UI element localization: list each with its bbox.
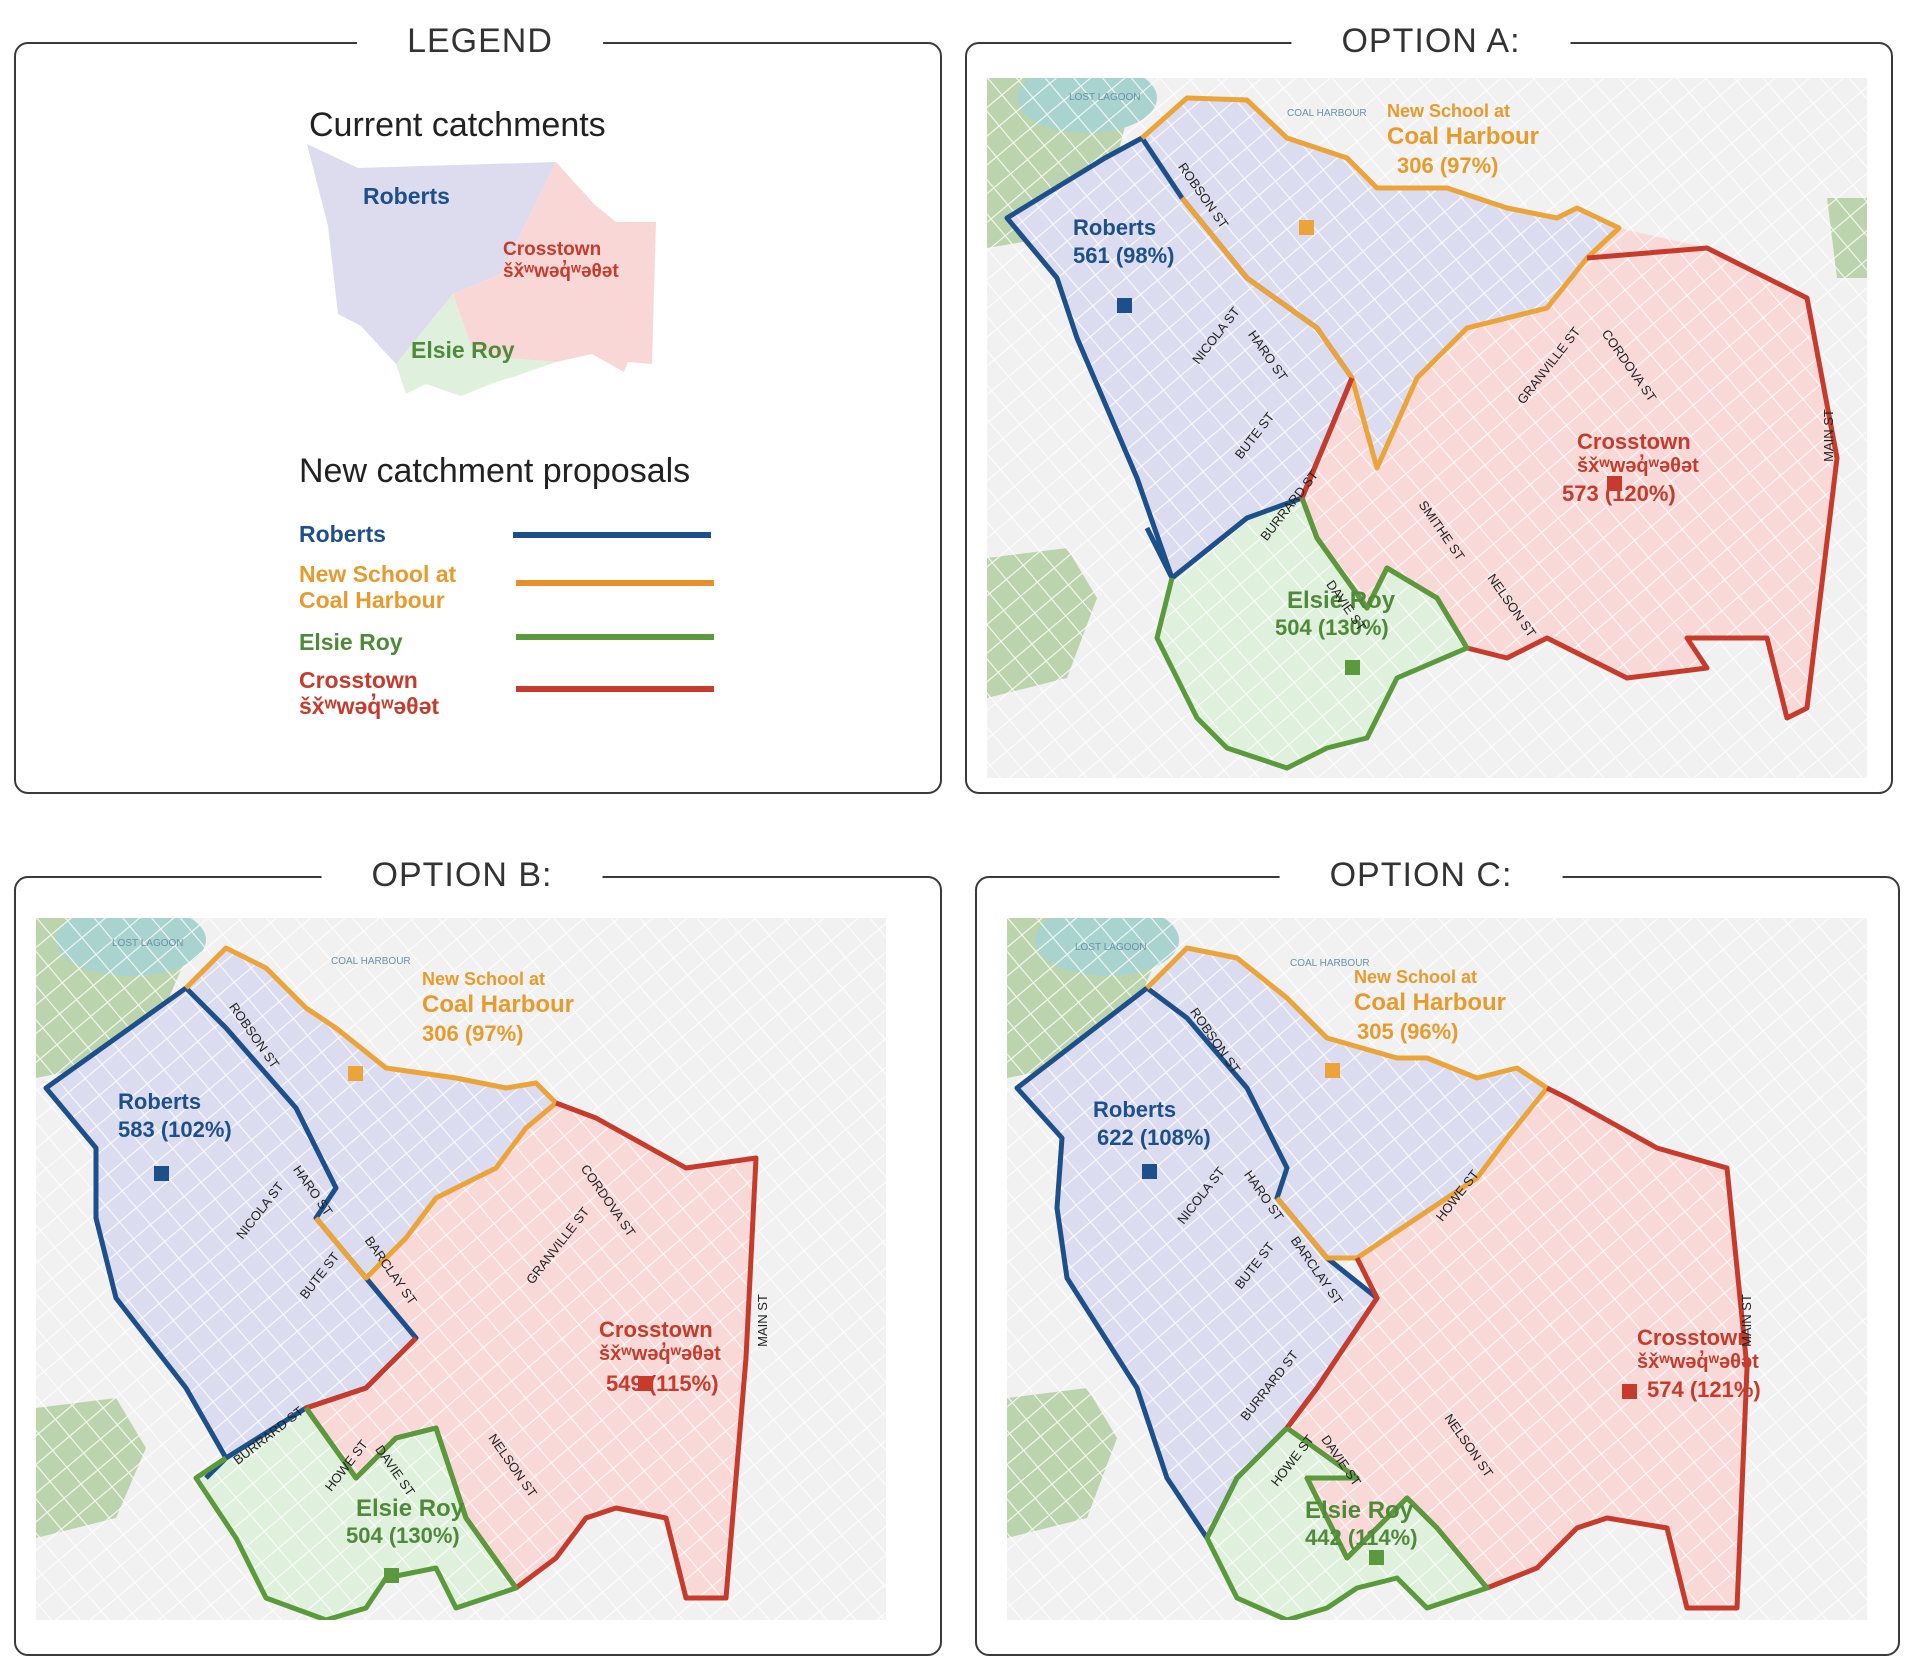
option-c-elsie-label: Elsie Roy bbox=[1305, 1497, 1414, 1524]
option-a-crosstown-label-2: šx̌ʷwəq̓ʷəθət bbox=[1577, 455, 1699, 477]
option-a-roberts-value: 561 (98%) bbox=[1073, 243, 1175, 268]
option-b-crosstown-value: 549 (115%) bbox=[606, 1371, 719, 1396]
current-crosstown-label-2: šx̌ʷwəq̓ʷəθət bbox=[503, 261, 619, 282]
option-b-marker-crosstown bbox=[638, 1376, 653, 1391]
option-c-title: OPTION C: bbox=[1279, 856, 1563, 895]
option-a-coal-value: 306 (97%) bbox=[1397, 153, 1499, 178]
option-b-marker-elsie bbox=[384, 1568, 399, 1583]
legend-line-crosstown bbox=[516, 686, 714, 692]
option-c-coal-label-2: Coal Harbour bbox=[1354, 989, 1507, 1016]
legend-item-coal-2: Coal Harbour bbox=[299, 587, 445, 613]
legend-item-elsie: Elsie Roy bbox=[299, 629, 403, 655]
current-crosstown-label-1: Crosstown bbox=[503, 239, 602, 260]
option-c-coal-harbour-label: COAL HARBOUR bbox=[1290, 958, 1370, 969]
option-b-roberts-label: Roberts bbox=[118, 1089, 202, 1114]
option-a-coal-harbour-label: COAL HARBOUR bbox=[1287, 108, 1367, 119]
option-a-crosstown-value: 573 (120%) bbox=[1562, 481, 1676, 506]
option-a-panel: OPTION A: bbox=[965, 22, 1893, 794]
option-c-crosstown-label-2: šx̌ʷwəq̓ʷəθət bbox=[1637, 1351, 1759, 1373]
option-a-map-svg bbox=[987, 78, 1867, 778]
legend-line-coal bbox=[516, 580, 714, 586]
option-a-crosstown-label-1: Crosstown bbox=[1577, 429, 1691, 454]
option-a-coal-label-2: Coal Harbour bbox=[1387, 123, 1540, 150]
option-a-marker-roberts bbox=[1117, 298, 1132, 313]
option-b-coal-label-1: New School at bbox=[422, 969, 546, 989]
option-a-elsie-label: Elsie Roy bbox=[1287, 587, 1396, 614]
option-a-marker-elsie bbox=[1345, 660, 1360, 675]
option-a-map: LOST LAGOON COAL HARBOUR New School at C… bbox=[987, 78, 1867, 778]
legend-line-elsie bbox=[516, 634, 714, 640]
option-b-marker-roberts bbox=[154, 1166, 169, 1181]
current-catchments-heading: Current catchments bbox=[309, 106, 606, 144]
option-c-coal-value: 305 (96%) bbox=[1357, 1019, 1459, 1044]
option-b-coal-label-2: Coal Harbour bbox=[422, 991, 575, 1018]
option-c-lost-lagoon-label: LOST LAGOON bbox=[1075, 942, 1147, 953]
option-b-map: LOST LAGOON COAL HARBOUR New School at C… bbox=[36, 918, 886, 1620]
option-b-marker-coal bbox=[348, 1066, 363, 1081]
option-a-elsie-value: 504 (130%) bbox=[1275, 615, 1389, 640]
option-c-map-svg bbox=[1007, 918, 1867, 1620]
option-c-marker-crosstown bbox=[1622, 1384, 1637, 1399]
option-c-map: LOST LAGOON COAL HARBOUR New School at C… bbox=[1007, 918, 1867, 1620]
new-proposals-heading: New catchment proposals bbox=[299, 452, 691, 490]
option-b-coal-harbour-label: COAL HARBOUR bbox=[331, 956, 411, 967]
option-a-street-grid bbox=[987, 78, 1867, 778]
option-b-elsie-value: 504 (130%) bbox=[346, 1523, 460, 1548]
option-a-boundary-coal bbox=[1140, 95, 1622, 471]
legend-item-roberts: Roberts bbox=[299, 521, 386, 547]
option-b-crosstown-label-1: Crosstown bbox=[599, 1317, 713, 1342]
option-c-boundary-elsie bbox=[1204, 1425, 1490, 1620]
option-a-marker-crosstown bbox=[1607, 476, 1622, 491]
option-b-title: OPTION B: bbox=[321, 856, 603, 895]
option-a-boundary-elsie bbox=[1154, 497, 1470, 771]
option-b-panel: OPTION B: LOST LAGOON bbox=[14, 856, 942, 1656]
option-b-coal-value: 306 (97%) bbox=[422, 1021, 524, 1046]
option-a-marker-coal bbox=[1299, 220, 1314, 235]
option-b-map-svg bbox=[36, 918, 886, 1620]
legend-item-crosstown-2: šx̌ʷwəq̓ʷəθət bbox=[299, 693, 440, 719]
option-c-panel: OPTION C: LOST LAGOON bbox=[975, 856, 1900, 1656]
option-a-coal-label-1: New School at bbox=[1387, 101, 1511, 121]
option-b-lost-lagoon-label: LOST LAGOON bbox=[112, 938, 184, 949]
option-a-lost-lagoon-label: LOST LAGOON bbox=[1069, 92, 1141, 103]
option-c-coal-label-1: New School at bbox=[1354, 967, 1478, 987]
option-c-elsie-value: 442 (114%) bbox=[1305, 1525, 1418, 1550]
current-catchments-map bbox=[307, 144, 656, 396]
legend-line-roberts bbox=[513, 532, 711, 538]
option-b-street-main: MAIN ST bbox=[754, 1294, 770, 1347]
option-b-roberts-value: 583 (102%) bbox=[118, 1117, 232, 1142]
option-c-crosstown-value: 574 (121%) bbox=[1647, 1377, 1761, 1402]
option-c-street-main: MAIN ST bbox=[1738, 1294, 1754, 1347]
option-c-marker-coal bbox=[1325, 1063, 1340, 1078]
current-elsie-label: Elsie Roy bbox=[411, 337, 515, 363]
option-c-marker-roberts bbox=[1142, 1164, 1157, 1179]
option-b-elsie-label: Elsie Roy bbox=[356, 1495, 465, 1522]
option-c-boundary-coal bbox=[1145, 945, 1550, 1261]
option-c-roberts-label: Roberts bbox=[1093, 1097, 1177, 1122]
legend-panel: LEGEND Current catchments Roberts Crosst… bbox=[14, 22, 942, 794]
option-c-marker-elsie bbox=[1369, 1550, 1384, 1565]
option-a-street-main: MAIN ST bbox=[1820, 409, 1836, 462]
legend-title: LEGEND bbox=[357, 22, 603, 61]
current-roberts-label: Roberts bbox=[363, 183, 450, 209]
option-a-title: OPTION A: bbox=[1291, 22, 1571, 61]
legend-item-coal-1: New School at bbox=[299, 561, 457, 587]
option-c-street-grid bbox=[1007, 918, 1867, 1620]
legend-item-crosstown-1: Crosstown bbox=[299, 667, 418, 693]
option-c-roberts-value: 622 (108%) bbox=[1097, 1125, 1211, 1150]
option-b-crosstown-label-2: šx̌ʷwəq̓ʷəθət bbox=[599, 1343, 721, 1365]
option-b-boundary-elsie bbox=[193, 1406, 519, 1620]
option-a-roberts-label: Roberts bbox=[1073, 215, 1157, 240]
option-c-crosstown-label-1: Crosstown bbox=[1637, 1325, 1751, 1350]
option-b-boundary-coal bbox=[184, 945, 559, 1281]
